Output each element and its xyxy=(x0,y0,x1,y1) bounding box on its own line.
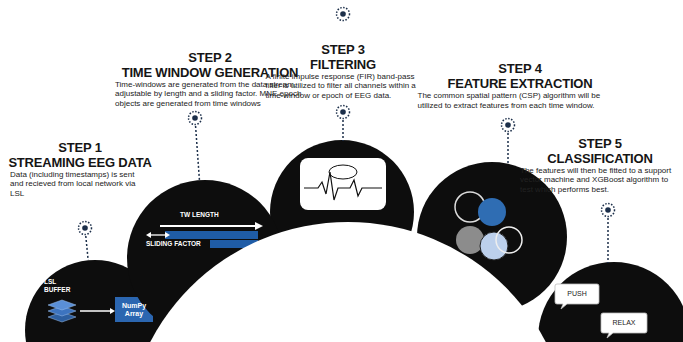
illustration-circle: TW LENGTH SLIDING FACTOR xyxy=(127,180,283,336)
leader-line xyxy=(507,133,509,164)
step-marker: STEP 1STREAMING EEG DATAData (including … xyxy=(77,220,93,236)
window-bar xyxy=(165,231,258,239)
feature-dot xyxy=(455,192,485,222)
eeg-wave xyxy=(304,172,382,200)
step-description: The common spatial pattern (CSP) algorit… xyxy=(418,91,623,110)
feature-dot xyxy=(496,227,522,253)
step-description: The features will then be fitted to a su… xyxy=(520,166,680,195)
marker-outline xyxy=(335,104,351,120)
slide-arrow-head xyxy=(165,232,170,238)
marker-ring xyxy=(602,204,615,217)
marker-dot xyxy=(605,207,611,213)
flow-arrow-head xyxy=(110,308,115,314)
screen xyxy=(300,158,386,210)
marker-outline xyxy=(77,220,93,236)
marker-ring xyxy=(502,119,515,132)
marker-ring xyxy=(79,222,92,235)
center-disc xyxy=(125,222,571,342)
leader-line xyxy=(342,120,344,141)
buffer-layer xyxy=(48,312,76,322)
step-description: A finite impulse response (FIR) band-pas… xyxy=(266,72,421,101)
leader-line xyxy=(196,126,200,180)
marker-dot xyxy=(505,122,511,128)
marker-ring xyxy=(189,112,202,125)
step-number: STEP 1 xyxy=(58,140,101,155)
step-description: Data (including timestamps) is sent and … xyxy=(10,170,150,199)
box-label: NumPy Array xyxy=(115,302,153,318)
step-number: STEP 2 xyxy=(188,50,231,65)
step-text: STEP 1STREAMING EEG DATAData (including … xyxy=(10,140,150,199)
step-title: STREAMING EEG DATA xyxy=(8,155,151,170)
slide-arrow xyxy=(150,234,166,235)
black-disc xyxy=(127,180,283,336)
bubble-label: PUSH xyxy=(567,290,586,298)
feature-dot xyxy=(456,226,484,254)
leader-line xyxy=(86,236,88,260)
step-text: STEP 5CLASSIFICATIONThe features will th… xyxy=(520,136,680,195)
marker-outline xyxy=(187,110,203,126)
step-marker: STEP 2TIME WINDOW GENERATIONTime-windows… xyxy=(187,110,203,126)
flow-arrow xyxy=(80,310,111,312)
step-number: STEP 5 xyxy=(578,136,621,151)
bubble-shape xyxy=(601,313,647,338)
step-marker: STEP 4FEATURE EXTRACTIONThe common spati… xyxy=(500,117,516,133)
buffer-layer xyxy=(48,306,76,316)
array-box: NumPy Array xyxy=(115,297,153,322)
circle-outline xyxy=(127,180,283,336)
marker-outline xyxy=(600,202,616,218)
step-title: FEATURE EXTRACTION xyxy=(448,76,593,91)
filter-circle xyxy=(270,140,414,284)
step-number: STEP 3 xyxy=(321,42,364,57)
marker-dot xyxy=(192,115,198,121)
buffer-layer xyxy=(48,300,76,310)
brain-outline xyxy=(329,165,357,179)
step-title: FILTERING xyxy=(310,57,376,72)
step-marker xyxy=(337,8,350,21)
step-marker-dot xyxy=(340,11,346,17)
classify-circle xyxy=(538,262,683,342)
circle-label: SLIDING FACTOR xyxy=(146,240,201,248)
leader-line xyxy=(607,218,609,263)
step-number: STEP 4 xyxy=(498,61,541,76)
speech-bubble: RELAX xyxy=(601,313,647,333)
feature-dot xyxy=(478,198,506,226)
circle-label: LSL BUFFER xyxy=(44,278,74,293)
marker-ring xyxy=(337,106,350,119)
feature-dot xyxy=(480,232,508,260)
step-text: STEP 4FEATURE EXTRACTIONThe common spati… xyxy=(418,61,623,110)
length-arrow xyxy=(160,225,256,227)
length-arrow-head xyxy=(255,222,263,230)
marker-outline xyxy=(500,117,516,133)
speech-bubble: PUSH xyxy=(555,284,599,304)
step-marker: STEP 5CLASSIFICATIONThe features will th… xyxy=(600,202,616,218)
bubble-shape xyxy=(555,284,599,309)
step-text: STEP 3FILTERINGA finite impulse response… xyxy=(266,42,421,101)
step-title: CLASSIFICATION xyxy=(547,151,652,166)
step-marker: STEP 3FILTERINGA finite impulse response… xyxy=(335,104,351,120)
slide-arrow-head xyxy=(146,232,151,238)
bubble-label: RELAX xyxy=(613,319,636,327)
window-bar xyxy=(210,240,258,248)
marker-dot xyxy=(82,225,88,231)
circle-label: TW LENGTH xyxy=(180,211,219,219)
marker-dot xyxy=(340,109,346,115)
